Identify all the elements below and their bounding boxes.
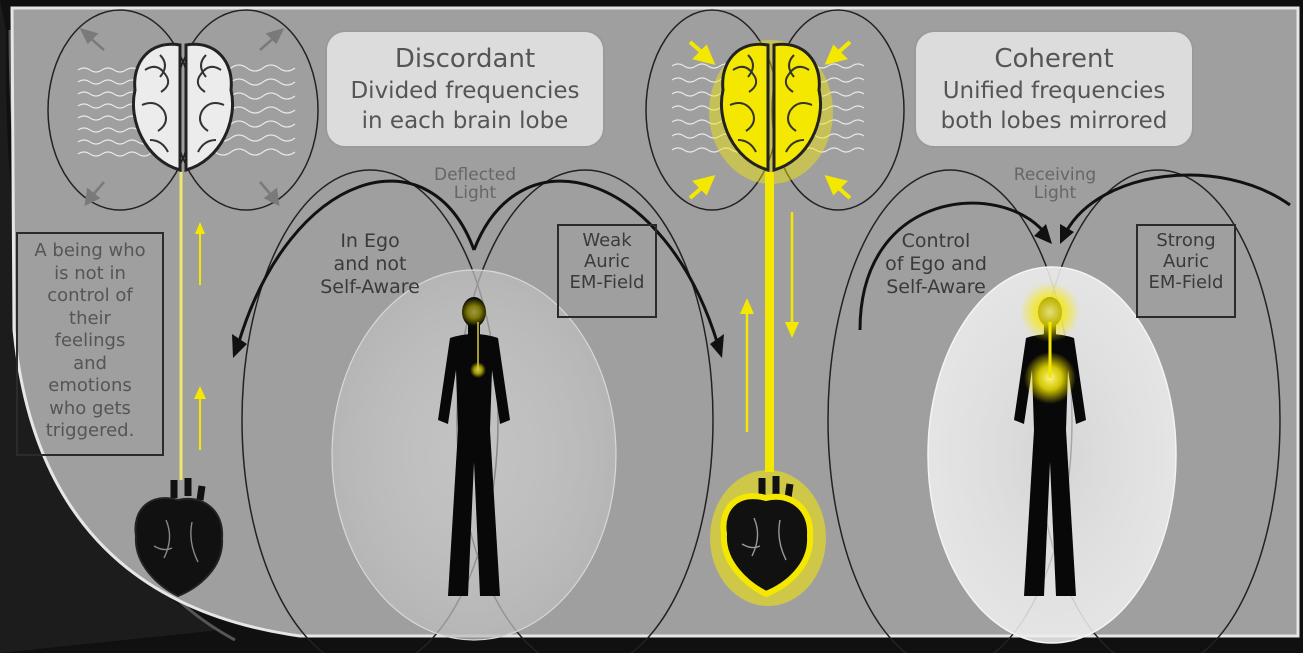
discordant-subtitle-line-2: in each brain lobe (327, 106, 603, 136)
weak-field-line-2: Auric (559, 251, 655, 272)
being-note-line-6: and (18, 353, 162, 376)
strong-field-line-1: Strong (1138, 230, 1234, 251)
being-note-line-2: is not in (18, 263, 162, 286)
discordant-ego-line-2: and not (300, 253, 440, 276)
being-note-line-7: emotions (18, 375, 162, 398)
coherent-title-card: Coherent Unified frequencies both lobes … (914, 30, 1194, 148)
discordant-title-card: Discordant Divided frequencies in each b… (325, 30, 605, 148)
heart-icon (710, 470, 826, 606)
deflected-light-label: Deflected Light (410, 166, 540, 202)
receiving-light-line-2: Light (990, 184, 1120, 202)
coherent-ego-line-1: Control (866, 230, 1006, 253)
discordant-title: Discordant (327, 42, 603, 76)
coherent-subtitle-line-1: Unified frequencies (916, 76, 1192, 106)
crown-glow (460, 298, 488, 326)
being-note-line-1: A being who (18, 240, 162, 263)
deflected-light-line-1: Deflected (410, 166, 540, 184)
being-note-line-5: feelings (18, 330, 162, 353)
strong-field-label: Strong Auric EM-Field (1136, 224, 1236, 318)
receiving-light-line-1: Receiving (990, 166, 1120, 184)
being-note-line-9: triggered. (18, 420, 162, 443)
brain-icon (709, 40, 833, 184)
being-note-line-3: control of (18, 285, 162, 308)
coherent-ego-line-2: of Ego and (866, 253, 1006, 276)
coherent-title: Coherent (916, 42, 1192, 76)
strong-field-line-2: Auric (1138, 251, 1234, 272)
discordant-ego-line-3: Self-Aware (300, 276, 440, 299)
coherent-subtitle-line-2: both lobes mirrored (916, 106, 1192, 136)
discordant-ego-line-1: In Ego (300, 230, 440, 253)
weak-field-line-3: EM-Field (559, 272, 655, 293)
strong-field-line-3: EM-Field (1138, 272, 1234, 293)
being-note-line-4: their (18, 308, 162, 331)
being-note-box: A being who is not in control of their f… (16, 232, 164, 456)
coherent-ego-line-3: Self-Aware (866, 276, 1006, 299)
coherent-light-beam (765, 172, 774, 472)
weak-field-label: Weak Auric EM-Field (557, 224, 657, 318)
discordant-subtitle-line-1: Divided frequencies (327, 76, 603, 106)
receiving-light-label: Receiving Light (990, 166, 1120, 202)
being-note-line-8: who gets (18, 398, 162, 421)
discordant-ego-label: In Ego and not Self-Aware (300, 230, 440, 300)
weak-field-line-1: Weak (559, 230, 655, 251)
deflected-light-line-2: Light (410, 184, 540, 202)
coherent-ego-label: Control of Ego and Self-Aware (866, 230, 1006, 300)
